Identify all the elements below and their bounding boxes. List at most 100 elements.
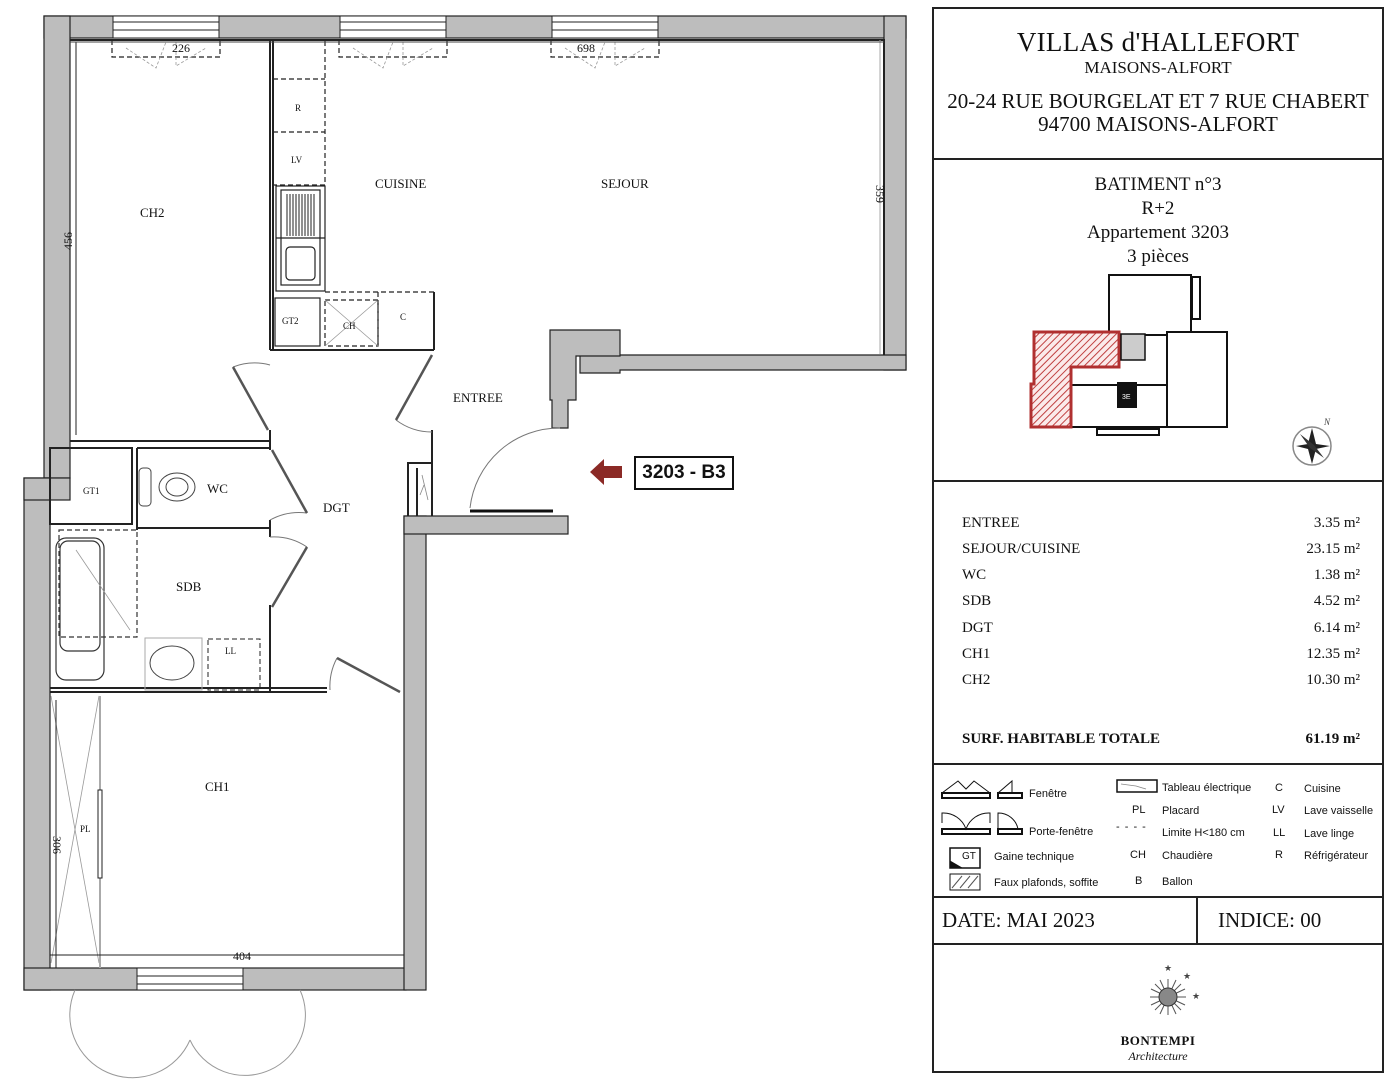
room-label-entree: ENTREE	[453, 390, 503, 405]
fixture-label-gt2: GT2	[282, 316, 299, 326]
legend-fenetre: Fenêtre	[1029, 788, 1067, 800]
architect-name: BONTEMPI	[1120, 1033, 1196, 1048]
surface-value: 12.35 m²	[1306, 646, 1360, 662]
surface-total-row: SURF. HABITABLE TOTALE 61.19 m²	[962, 731, 1360, 748]
legend-ch-code: CH	[1130, 849, 1146, 861]
legend-b: Ballon	[1162, 876, 1193, 888]
windows	[112, 15, 659, 991]
surface-total-label: SURF. HABITABLE TOTALE	[962, 731, 1160, 747]
surface-row: CH2 10.30 m²	[962, 672, 1360, 689]
legend-lv-code: LV	[1272, 804, 1285, 816]
legend-porte-fenetre: Porte-fenêtre	[1029, 826, 1094, 838]
electrical-panel	[419, 474, 429, 501]
legend-tableau-icon	[1116, 779, 1158, 793]
project-header: VILLAS d'HALLEFORT MAISONS-ALFORT 20-24 …	[934, 9, 1382, 160]
surface-total-value: 61.19 m²	[1305, 731, 1361, 747]
dim-sejour-height: 359	[873, 185, 887, 203]
surface-value: 3.35 m²	[1313, 515, 1360, 531]
surface-value: 4.52 m²	[1313, 593, 1360, 609]
svg-text:★: ★	[1183, 971, 1191, 981]
dim-sejour-window: 698	[577, 41, 595, 55]
room-label-sdb: SDB	[176, 579, 202, 594]
legend-ch: Chaudière	[1162, 850, 1213, 862]
architect-logo: ★ ★ ★ BONTEMPI Architecture	[934, 945, 1382, 1071]
entry-arrow-icon	[590, 459, 622, 485]
room-label-sejour: SEJOUR	[601, 176, 649, 191]
toilet-icon	[138, 467, 196, 507]
doors	[69, 354, 561, 1079]
legend-limite: Limite H<180 cm	[1162, 827, 1245, 839]
svg-text:★: ★	[1192, 991, 1200, 1001]
legend-tableau: Tableau électrique	[1162, 782, 1252, 794]
project-address-line2: 94700 MAISONS-ALFORT	[1038, 112, 1278, 136]
room-label-ch1: CH1	[205, 779, 230, 794]
fixture-label-lv: LV	[291, 155, 303, 165]
divider	[1196, 898, 1198, 943]
legend: GT Fenêtre Porte-fenêtre Gaine technique…	[934, 765, 1382, 898]
surface-value: 10.30 m²	[1306, 672, 1360, 688]
date-indice-row: DATE: MAI 2023 INDICE: 00	[934, 898, 1382, 945]
surface-row: SDB 4.52 m²	[962, 593, 1360, 610]
compass-icon: N	[1292, 417, 1332, 466]
legend-ll: Lave linge	[1304, 828, 1355, 840]
surface-value: 6.14 m²	[1313, 620, 1360, 636]
surface-label: SDB	[962, 593, 992, 609]
legend-faux-plafonds: Faux plafonds, soffite	[994, 877, 1099, 889]
window-swings	[125, 41, 646, 69]
fixture-label-pl: PL	[80, 824, 91, 834]
dim-ch1-height: 306	[50, 836, 64, 854]
exterior-walls	[23, 15, 907, 991]
fixture-label-c: C	[400, 312, 406, 322]
fixture-label-ch: CH	[343, 321, 356, 331]
dimension-lines	[50, 40, 884, 968]
project-city: MAISONS-ALFORT	[1084, 58, 1232, 77]
legend-dash-line: - - - -	[1116, 821, 1147, 833]
legend-pl: Placard	[1162, 805, 1200, 817]
date-label: DATE: MAI 2023	[942, 908, 1095, 932]
surface-row: WC 1.38 m²	[962, 567, 1360, 584]
apartment-info: BATIMENT n°3 R+2 Appartement 3203 3 pièc…	[934, 160, 1382, 482]
architect-subtitle: Architecture	[1128, 1049, 1188, 1063]
surface-label: DGT	[962, 620, 993, 636]
surface-row: ENTREE 3.35 m²	[962, 515, 1360, 532]
key-plan: 3E	[1029, 274, 1228, 436]
kitchen-fixtures	[272, 40, 434, 347]
svg-text:3E: 3E	[1122, 394, 1131, 401]
legend-c: Cuisine	[1304, 783, 1341, 795]
legend-r-code: R	[1275, 849, 1283, 861]
surface-value: 23.15 m²	[1306, 541, 1360, 557]
fixture-label-gt1: GT1	[83, 486, 100, 496]
legend-ll-code: LL	[1273, 827, 1286, 839]
sun-logo-icon: ★ ★ ★	[1150, 965, 1200, 1015]
surface-label: CH2	[962, 672, 991, 688]
sdb-fixtures	[144, 637, 261, 691]
room-label-dgt: DGT	[323, 500, 350, 515]
legend-pl-code: PL	[1132, 804, 1146, 816]
legend-gaine: Gaine technique	[994, 851, 1075, 863]
floor-plan: 226 698 404 456 359 306 CH2 CUISINE SEJO…	[23, 15, 907, 1079]
legend-c-code: C	[1275, 782, 1283, 794]
project-address-line1: 20-24 RUE BOURGELAT ET 7 RUE CHABERT	[947, 89, 1369, 113]
legend-symbols: GT	[941, 779, 1023, 891]
rooms-label: 3 pièces	[1127, 246, 1189, 267]
project-name: VILLAS d'HALLEFORT	[1016, 27, 1300, 57]
fixture-label-r: R	[295, 103, 301, 113]
surface-label: ENTREE	[962, 515, 1020, 531]
surface-row: SEJOUR/CUISINE 23.15 m²	[962, 541, 1360, 558]
fixture-label-ll: LL	[225, 646, 236, 656]
floor-label: R+2	[1141, 198, 1175, 219]
legend-gt-code: GT	[962, 851, 976, 862]
window-dashed-limits	[111, 40, 660, 58]
indice-label: INDICE: 00	[1218, 908, 1322, 932]
dim-ch2-height: 456	[61, 232, 75, 250]
compass-north-label: N	[1323, 417, 1331, 427]
legend-b-code: B	[1135, 875, 1143, 887]
building-label: BATIMENT n°3	[1094, 174, 1222, 195]
room-label-ch2: CH2	[140, 205, 165, 220]
unit-label: Appartement 3203	[1087, 222, 1229, 243]
surface-label: WC	[962, 567, 987, 583]
dim-ch1-width: 404	[233, 949, 251, 963]
surface-value: 1.38 m²	[1313, 567, 1360, 583]
surface-label: CH1	[962, 646, 991, 662]
title-block: VILLAS d'HALLEFORT MAISONS-ALFORT 20-24 …	[932, 7, 1384, 1073]
